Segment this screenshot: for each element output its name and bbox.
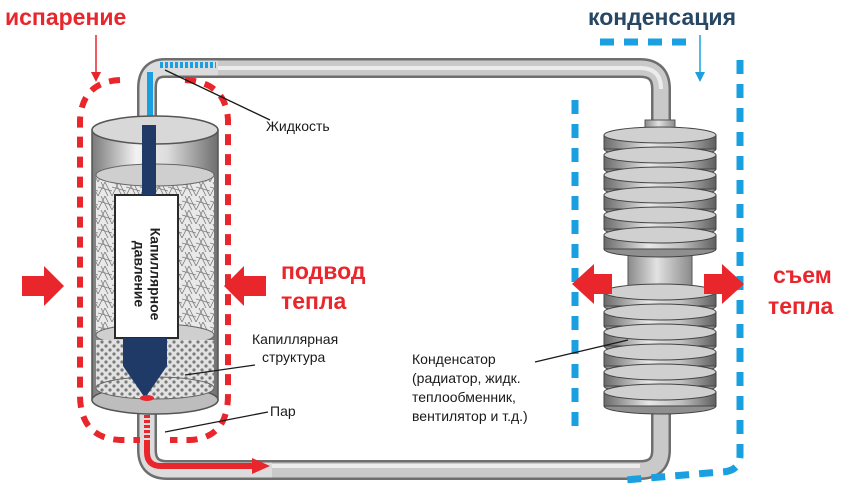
heat-in-arrow-left [22, 266, 64, 306]
condenser-label-line4: вентилятор и т.д.) [412, 408, 528, 424]
capillary-pressure-line2: давление [131, 240, 148, 308]
capillary-structure-label-line2: структура [262, 349, 326, 365]
evaporation-title: испарение [5, 4, 127, 30]
evaporation-zone-right [170, 77, 231, 443]
heat-in-arrow-right [224, 266, 266, 306]
heat-out-label-line1: съем [773, 262, 832, 288]
heat-out-arrow-left [572, 264, 612, 304]
heat-out-arrow-right [704, 264, 744, 304]
vapor-flow-arrowhead [252, 458, 270, 474]
condenser-label-line3: теплообменник, [412, 389, 516, 405]
leader-lines [164, 69, 629, 433]
heat-out-arrows [572, 264, 744, 304]
capillary-structure-label-line1: Капиллярная [252, 331, 339, 347]
evaporator [91, 115, 219, 415]
condenser-fin [603, 226, 717, 258]
heat-in-label-line1: подвод [281, 258, 366, 284]
liquid-label: Жидкость [266, 118, 330, 134]
vapor-flow-line [144, 440, 252, 469]
condenser-leader [534, 339, 629, 363]
condenser [603, 119, 717, 415]
pipe-loop [137, 58, 671, 480]
evaporation-indicator [91, 35, 101, 82]
heat-in-label-line2: тепла [281, 288, 347, 314]
evaporation-zone-left [77, 77, 140, 443]
condensation-indicator [695, 35, 705, 82]
condenser-label-line1: Конденсатор [412, 351, 496, 367]
condensation-title: конденсация [588, 4, 736, 30]
heat-out-label-line2: тепла [768, 293, 834, 319]
capillary-pressure-label: Капиллярное давление [118, 200, 176, 335]
condensation-zone-right [600, 38, 744, 484]
liquid-leader [164, 69, 271, 121]
capillary-structure-leader [184, 364, 256, 376]
vapor-label: Пар [270, 403, 296, 419]
capillary-pressure-box [114, 194, 179, 339]
heat-in-arrows [22, 266, 266, 306]
vapor-leader [164, 411, 269, 433]
condenser-fin [603, 383, 717, 415]
flow-down-arrow [123, 366, 167, 398]
condenser-label-line2: (радиатор, жидк. [412, 370, 521, 386]
capillary-pressure-line1: Капиллярное [147, 227, 164, 321]
